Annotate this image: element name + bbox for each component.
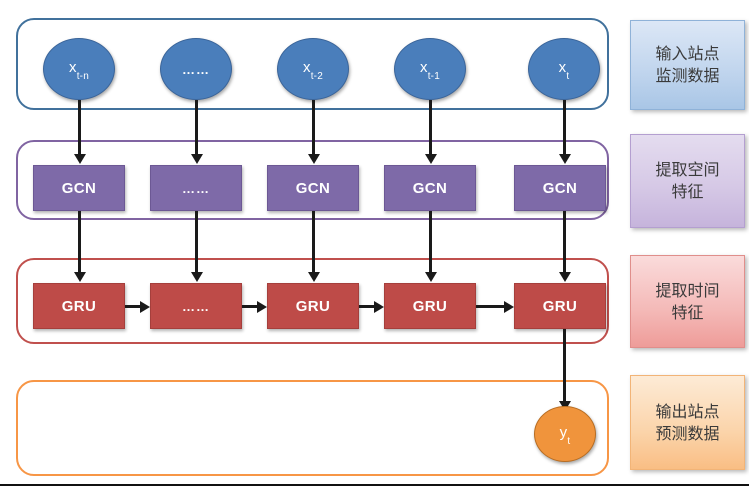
arrow-input-3-to-gcn-3 [312, 100, 315, 155]
stage-legend-temporal: 提取时间 特征 [630, 255, 745, 348]
arrow-input-5-to-gcn-5 [563, 100, 566, 155]
stage-legend-input-line2: 监测数据 [655, 66, 720, 85]
stage-legend-temporal-line1: 提取时间 [655, 280, 720, 300]
gcn-box-5[interactable]: GCN [514, 165, 606, 211]
stage-legend-spatial-line2: 特征 [671, 182, 704, 201]
input-node-4-label: xt-1 [420, 59, 440, 82]
gcn-box-3[interactable]: GCN [267, 165, 359, 211]
arrow-gru-5-to-output [563, 329, 566, 402]
gru-box-3-label: GRU [295, 297, 331, 315]
output-node-label: yt [559, 424, 571, 447]
arrow-gcn-3-to-gru-3 [312, 211, 315, 273]
arrow-input-2-to-gcn-2 [195, 100, 198, 155]
gru-box-2[interactable]: …… [150, 283, 242, 329]
stage-legend-spatial: 提取空间 特征 [630, 134, 745, 228]
stage-legend-input-line1: 输入站点 [655, 44, 720, 64]
input-node-5-label: xt [558, 59, 570, 82]
arrow-gru-3-to-gru-4 [359, 305, 375, 308]
input-node-2-label: …… [182, 61, 210, 77]
input-node-1-label: xt-n [69, 59, 89, 82]
input-node-2[interactable]: …… [160, 38, 232, 100]
gcn-box-4-label: GCN [412, 179, 448, 197]
bottom-rule [0, 484, 749, 486]
input-node-3-label: xt-2 [303, 59, 323, 82]
gcn-box-1-label: GCN [61, 179, 97, 197]
gru-box-1[interactable]: GRU [33, 283, 125, 329]
gcn-box-1[interactable]: GCN [33, 165, 125, 211]
gcn-box-2[interactable]: …… [150, 165, 242, 211]
arrow-gcn-2-to-gru-2 [195, 211, 198, 273]
gcn-box-3-label: GCN [295, 179, 331, 197]
gru-box-3[interactable]: GRU [267, 283, 359, 329]
gcn-box-2-label: …… [182, 180, 210, 196]
arrow-gcn-1-to-gru-1 [78, 211, 81, 273]
input-node-4[interactable]: xt-1 [394, 38, 466, 100]
gru-box-5-label: GRU [542, 297, 578, 315]
input-node-3[interactable]: xt-2 [277, 38, 349, 100]
arrow-gru-1-to-gru-2 [125, 305, 141, 308]
stage-legend-input: 输入站点 监测数据 [630, 20, 745, 110]
arrow-input-4-to-gcn-4 [429, 100, 432, 155]
stage-legend-temporal-line2: 特征 [671, 302, 704, 322]
gcn-box-4[interactable]: GCN [384, 165, 476, 211]
stage-legend-output: 输出站点 预测数据 [630, 375, 745, 470]
arrow-gru-4-to-gru-5 [476, 305, 505, 308]
gcn-box-5-label: GCN [542, 179, 578, 197]
gru-box-1-label: GRU [61, 297, 97, 315]
arrow-gcn-5-to-gru-5 [563, 211, 566, 273]
output-node[interactable]: yt [534, 406, 596, 462]
input-node-1[interactable]: xt-n [43, 38, 115, 100]
gru-box-4-label: GRU [412, 297, 448, 315]
stage-legend-spatial-line1: 提取空间 [655, 160, 720, 180]
gru-box-2-label: …… [182, 298, 210, 314]
gru-box-5[interactable]: GRU [514, 283, 606, 329]
stage-legend-output-line1: 输出站点 [655, 401, 720, 421]
stage-container-output [16, 380, 609, 476]
arrow-gru-2-to-gru-3 [242, 305, 258, 308]
gru-box-4[interactable]: GRU [384, 283, 476, 329]
input-node-5[interactable]: xt [528, 38, 600, 100]
stage-legend-output-line2: 预测数据 [655, 423, 720, 443]
arrow-input-1-to-gcn-1 [78, 100, 81, 155]
arrow-gcn-4-to-gru-4 [429, 211, 432, 273]
